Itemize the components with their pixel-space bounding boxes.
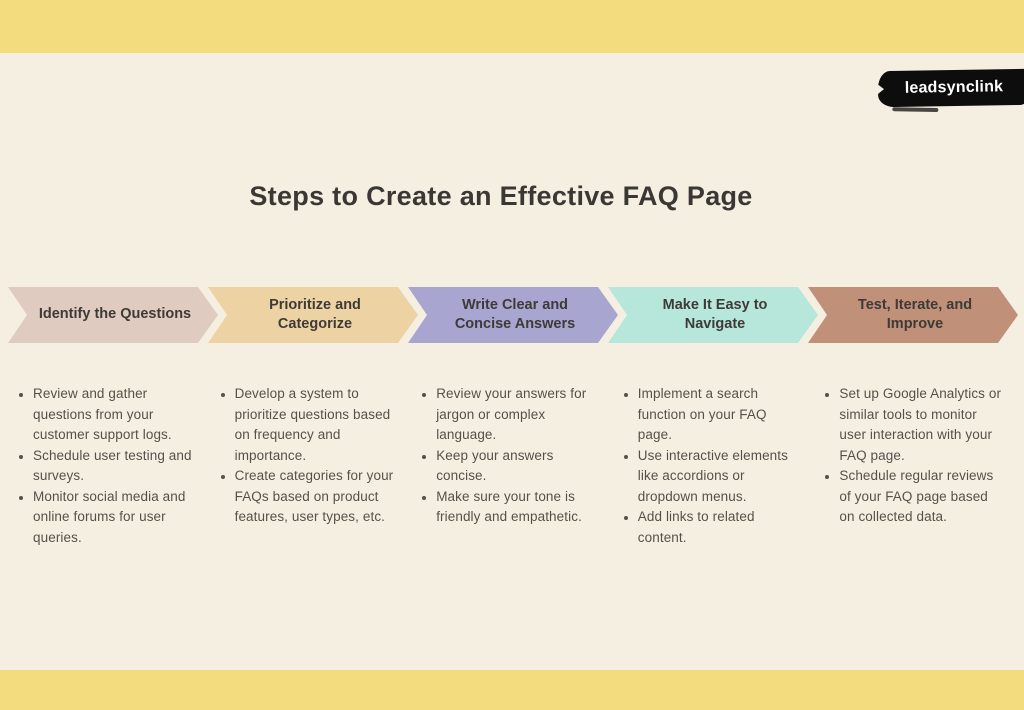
- bullet-item: Monitor social media and online forums f…: [33, 487, 198, 549]
- step-banner-5: Test, Iterate, and Improve: [808, 287, 1018, 343]
- step-4-details: Implement a search function on your FAQ …: [613, 384, 815, 548]
- step-3-bullet-list: Review your answers for jargon or comple…: [419, 384, 601, 528]
- step-1-details: Review and gather questions from your cu…: [8, 384, 210, 548]
- step-1-bullet-list: Review and gather questions from your cu…: [16, 384, 198, 548]
- bullet-item: Set up Google Analytics or similar tools…: [839, 384, 1004, 466]
- brand-logo: leadsynclink: [877, 68, 1024, 108]
- brand-logo-text: leadsynclink: [904, 78, 1004, 97]
- step-4-bullet-list: Implement a search function on your FAQ …: [621, 384, 803, 548]
- step-3-details: Review your answers for jargon or comple…: [411, 384, 613, 548]
- bullet-item: Develop a system to prioritize questions…: [235, 384, 400, 466]
- step-banner-1-label: Identify the Questions: [38, 306, 192, 323]
- bullet-item: Implement a search function on your FAQ …: [638, 384, 803, 446]
- bullet-item: Review your answers for jargon or comple…: [436, 384, 601, 446]
- step-banner-2: Prioritize and Categorize: [208, 287, 418, 343]
- bottom-accent-bar: [0, 670, 1024, 710]
- bullet-item: Keep your answers concise.: [436, 446, 601, 487]
- step-banner-3: Write Clear and Concise Answers: [408, 287, 618, 343]
- bullet-item: Schedule user testing and surveys.: [33, 446, 198, 487]
- step-2-details: Develop a system to prioritize questions…: [210, 384, 412, 548]
- page-title: Steps to Create an Effective FAQ Page: [249, 181, 753, 211]
- step-banner-1: Identify the Questions: [8, 287, 218, 343]
- step-banner-5-label: Test, Iterate, and Improve: [857, 296, 973, 332]
- step-banner-2-label: Prioritize and Categorize: [269, 296, 361, 332]
- bullet-item: Use interactive elements like accordions…: [638, 446, 803, 508]
- bullet-item: Schedule regular reviews of your FAQ pag…: [839, 466, 1004, 528]
- step-5-details: Set up Google Analytics or similar tools…: [814, 384, 1016, 548]
- bullet-item: Make sure your tone is friendly and empa…: [436, 487, 601, 528]
- step-2-bullet-list: Develop a system to prioritize questions…: [218, 384, 400, 528]
- step-banner-4: Make It Easy to Navigate: [608, 287, 818, 343]
- top-accent-bar: [0, 0, 1024, 53]
- step-banner-4-label: Make It Easy to Navigate: [662, 296, 768, 332]
- step-details-row: Review and gather questions from your cu…: [0, 384, 1024, 548]
- bullet-item: Add links to related content.: [638, 507, 803, 548]
- bullet-item: Create categories for your FAQs based on…: [235, 466, 400, 528]
- step-banner-3-label: Write Clear and Concise Answers: [454, 296, 576, 332]
- bullet-item: Review and gather questions from your cu…: [33, 384, 198, 446]
- step-5-bullet-list: Set up Google Analytics or similar tools…: [822, 384, 1004, 528]
- step-banner-row: Identify the Questions Prioritize and Ca…: [8, 287, 1008, 343]
